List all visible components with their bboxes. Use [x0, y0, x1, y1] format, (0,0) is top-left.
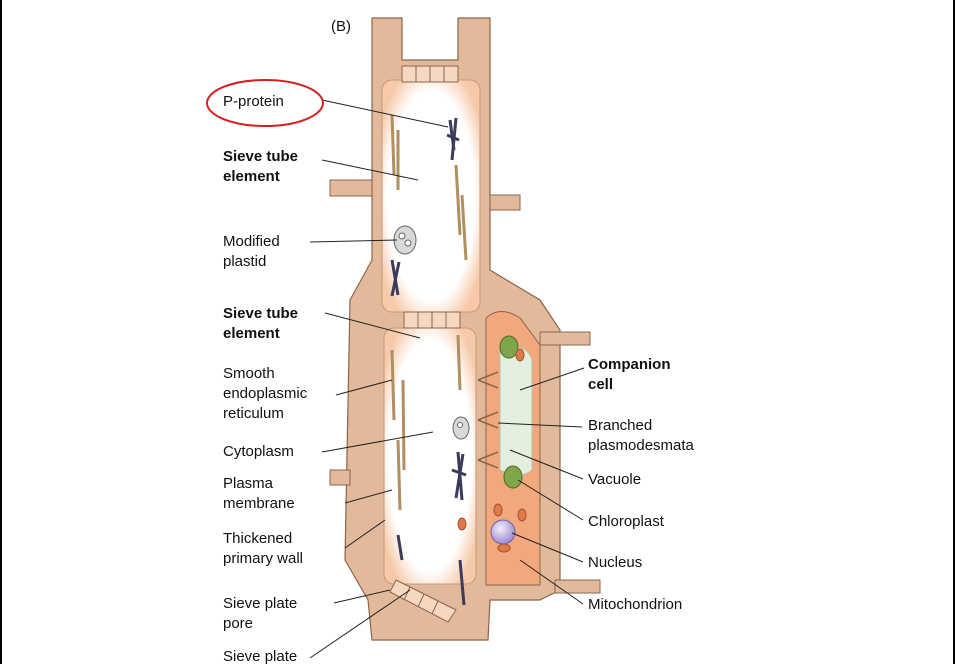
modified-plastid-icon: [394, 226, 416, 254]
label-companion-cell-line1: Companion: [588, 356, 671, 373]
label-sieve-plate-pore-line2: pore: [223, 615, 253, 632]
label-modified-plastid-line1: Modified: [223, 233, 280, 250]
label-branched-plasmodesmata-line1: Branched: [588, 417, 652, 434]
label-smooth-er-line3: reticulum: [223, 405, 284, 422]
nucleus-icon: [491, 520, 515, 544]
label-smooth-er-line2: endoplasmic: [223, 385, 308, 402]
label-companion-cell-line2: cell: [588, 376, 613, 393]
label-sieve-tube-element-1-line1: Sieve tube: [223, 148, 298, 165]
label-modified-plastid-line2: plastid: [223, 253, 266, 270]
label-smooth-er-line1: Smooth: [223, 365, 275, 382]
label-sieve-tube-element-1-line2: element: [223, 168, 280, 185]
label-thickened-wall-line2: primary wall: [223, 550, 303, 567]
label-cytoplasm: Cytoplasm: [223, 443, 294, 460]
label-mitochondrion: Mitochondrion: [588, 596, 682, 613]
label-p-protein: P-protein: [223, 93, 284, 110]
label-thickened-wall-line1: Thickened: [223, 530, 292, 547]
label-sieve-tube-element-2-line2: element: [223, 325, 280, 342]
panel-label: (B): [331, 18, 351, 35]
sieve-plate-middle: [404, 312, 460, 328]
label-vacuole: Vacuole: [588, 471, 641, 488]
label-branched-plasmodesmata-line2: plasmodesmata: [588, 437, 695, 454]
modified-plastid-lower-icon: [453, 417, 469, 439]
label-sieve-plate: Sieve plate: [223, 648, 297, 664]
label-nucleus: Nucleus: [588, 554, 642, 571]
label-sieve-tube-element-2-line1: Sieve tube: [223, 305, 298, 322]
label-plasma-membrane-line2: membrane: [223, 495, 295, 512]
label-chloroplast: Chloroplast: [588, 513, 665, 530]
label-plasma-membrane-line1: Plasma: [223, 475, 274, 492]
sieve-plate-top: [402, 66, 458, 82]
label-sieve-plate-pore-line1: Sieve plate: [223, 595, 297, 612]
